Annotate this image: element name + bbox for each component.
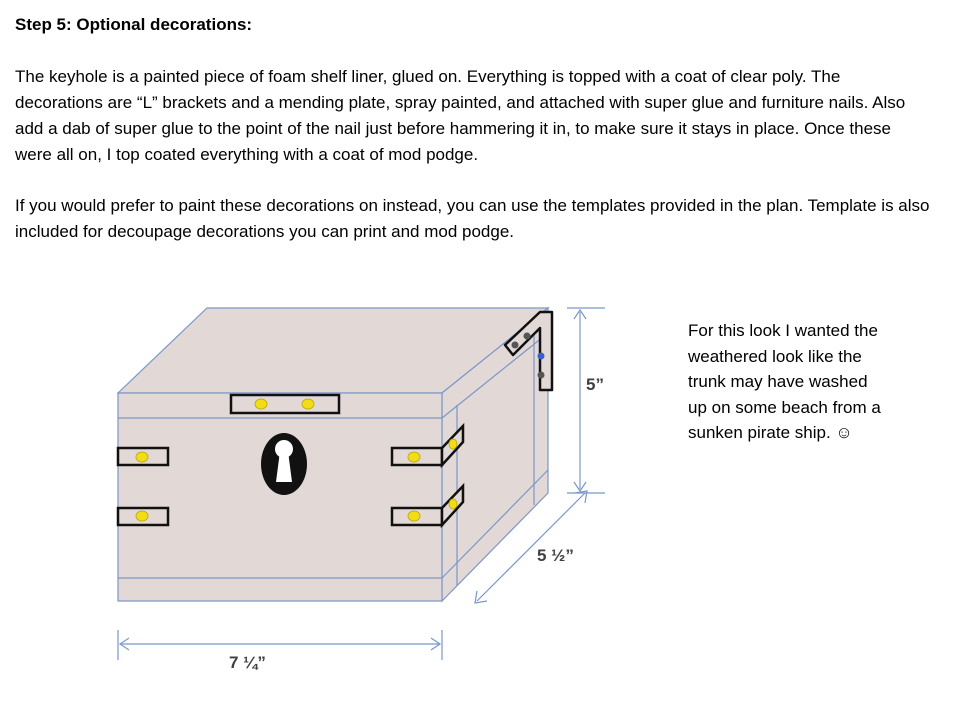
keyhole-plate	[261, 433, 307, 495]
height-label: 5”	[586, 375, 604, 394]
nail-icon	[254, 398, 268, 410]
nail-icon	[407, 510, 421, 522]
side-note: For this look I wanted the weathered loo…	[688, 321, 881, 442]
depth-dimension: 5 ½”	[474, 490, 588, 604]
depth-label: 5 ½”	[537, 546, 574, 565]
lid-line-side	[441, 332, 549, 419]
nail-icon	[537, 352, 545, 360]
nail-icon	[448, 438, 458, 450]
nail-icon	[448, 498, 458, 510]
base-line-side	[441, 469, 549, 579]
width-label: 7 ¼”	[229, 653, 266, 672]
step-heading: Step 5: Optional decorations:	[15, 15, 253, 34]
nail-icon	[135, 451, 149, 463]
nail-icon	[537, 371, 545, 379]
trunk-front-face	[117, 392, 443, 602]
trunk-box	[116, 306, 550, 603]
nail-icon	[407, 451, 421, 463]
nail-icon	[523, 332, 531, 340]
nail-icon	[301, 398, 315, 410]
templates-paragraph: If you would prefer to paint these decor…	[15, 196, 930, 241]
left-corner-brackets	[116, 446, 170, 527]
width-dimension: 7 ¼”	[117, 630, 443, 672]
nail-icon	[511, 341, 519, 349]
keyhole-icon	[275, 440, 293, 458]
right-l-bracket-upper	[390, 422, 465, 469]
right-l-bracket-lower	[390, 482, 465, 529]
height-dimension: 5”	[567, 307, 605, 494]
instructions-paragraph: The keyhole is a painted piece of foam s…	[15, 67, 906, 164]
mending-plate	[229, 393, 341, 415]
top-corner-l-bracket	[503, 310, 554, 392]
nail-icon	[135, 510, 149, 522]
